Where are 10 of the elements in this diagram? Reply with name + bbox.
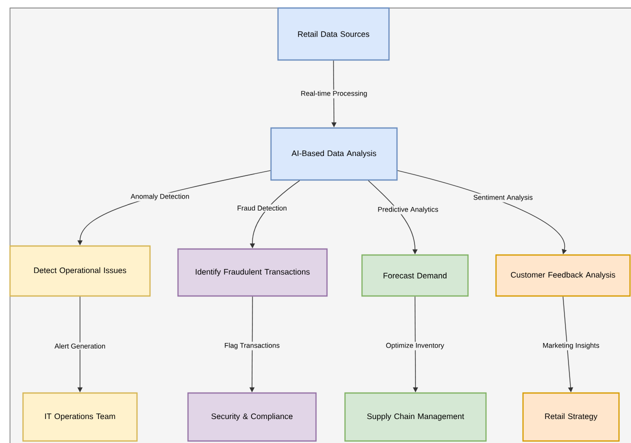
process-box: Detect Operational Issues [9, 245, 151, 297]
process-box: Forecast Demand [361, 254, 469, 297]
process-box: IT Operations Team [22, 392, 138, 442]
process-box: Supply Chain Management [344, 392, 487, 442]
process-box: Identify Fraudulent Transactions [177, 248, 328, 297]
process-box: Retail Strategy [522, 392, 620, 442]
process-box: Customer Feedback Analysis [495, 254, 631, 297]
process-box: Retail Data Sources [277, 7, 390, 61]
process-box: Security & Compliance [187, 392, 317, 442]
process-box: AI-Based Data Analysis [270, 127, 398, 181]
